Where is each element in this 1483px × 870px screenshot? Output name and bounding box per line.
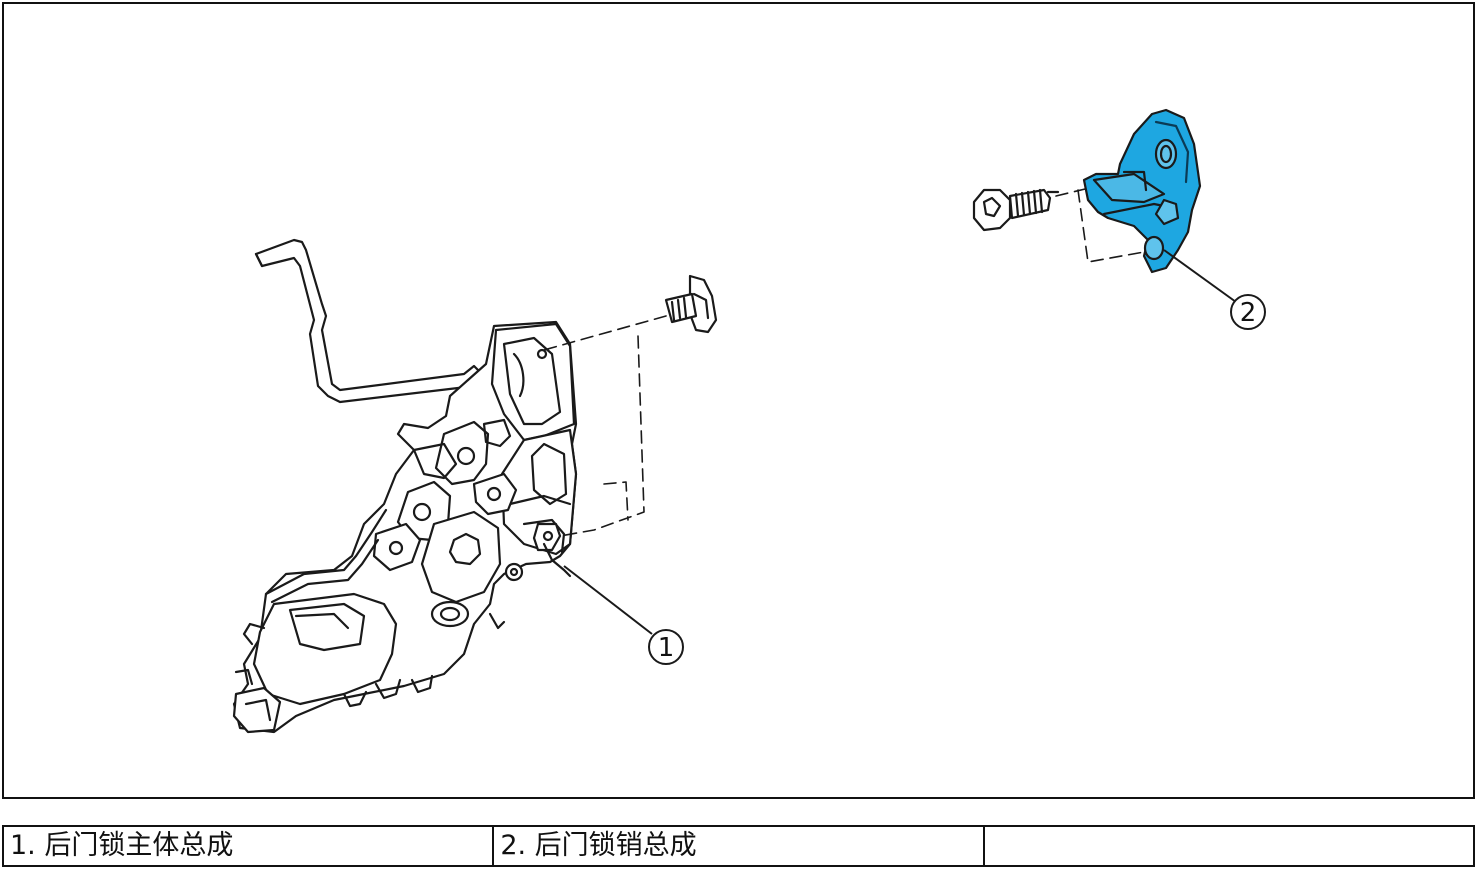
- lock-operating-rod: [254, 238, 482, 404]
- parts-legend-table: 1. 后门锁主体总成 2. 后门锁销总成: [1, 825, 1476, 867]
- callout-1: 1: [563, 565, 684, 665]
- callout-1-label: 1: [658, 633, 675, 663]
- striker-bolt: [972, 188, 1012, 232]
- lock-gear-cluster: [372, 418, 524, 628]
- callout-2: 2: [1163, 249, 1266, 330]
- legend-item-2: 2. 后门锁销总成: [492, 825, 985, 867]
- exploded-view-figure: 1 2: [2, 2, 1475, 799]
- lock-body-screw: [664, 274, 718, 334]
- legend-item-empty: [982, 825, 1476, 867]
- diagram-canvas: 1 2: [232, 108, 1266, 734]
- assembly-leader-lines-part1: [543, 315, 667, 537]
- legend-row: 1. 后门锁主体总成 2. 后门锁销总成: [1, 825, 1476, 867]
- legend-item-1: 1. 后门锁主体总成: [1, 825, 495, 867]
- callout-2-label: 2: [1240, 298, 1257, 328]
- striker-assembly: [972, 108, 1202, 274]
- door-lock-body-assembly: [232, 238, 578, 734]
